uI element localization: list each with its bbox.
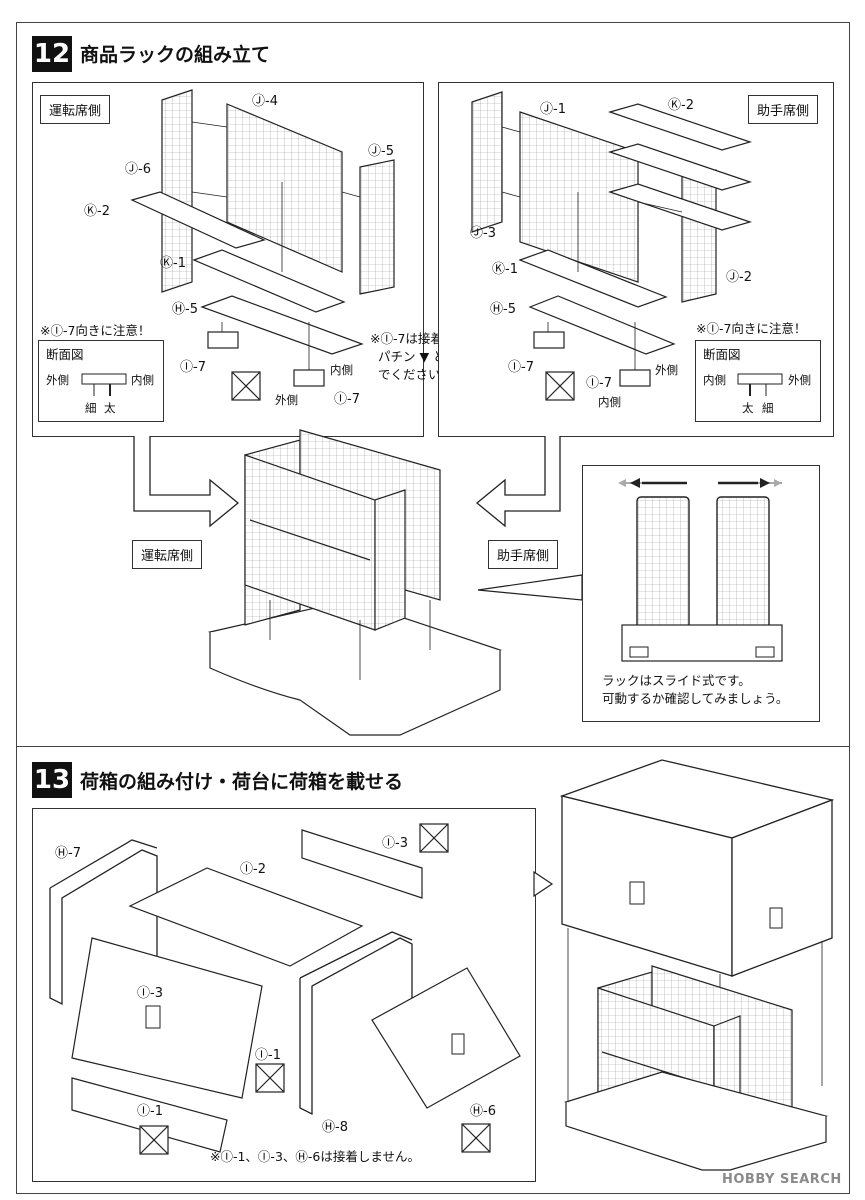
left-section-inner: 内側	[131, 373, 154, 387]
part-h8: Ⓗ-8	[322, 1120, 348, 1135]
driver-side-label: 運転席側	[132, 540, 203, 569]
left-section-outer: 外側	[46, 373, 69, 387]
slide-callout-box	[582, 465, 820, 722]
part-i3-left: Ⓘ-3	[137, 986, 163, 1001]
left-section-thick: 太	[104, 401, 116, 415]
slide-diagram	[618, 478, 783, 662]
left-inner-small: 内側	[330, 363, 353, 377]
part-h5-left: Ⓗ-5	[172, 302, 198, 317]
part-j1: Ⓙ-1	[540, 102, 566, 117]
right-section-box	[695, 340, 821, 422]
part-i7-right-a: Ⓘ-7	[508, 360, 534, 375]
part-k1-left: Ⓚ-1	[160, 256, 186, 271]
step13-title: 荷箱の組み付け・荷台に荷箱を載せる	[80, 771, 404, 793]
passenger-side-label: 助手席側	[488, 540, 559, 569]
assembly-drawing	[133, 429, 583, 736]
part-k1-right: Ⓚ-1	[492, 262, 518, 277]
step13-number: 13	[32, 762, 72, 798]
part-h5-right: Ⓗ-5	[490, 302, 516, 317]
slide-note-2: 可動するか確認してみましょう。	[602, 691, 789, 706]
left-outer-small: 外側	[275, 393, 298, 407]
watermark: HOBBY SEARCH	[722, 1172, 842, 1187]
step12-title: 商品ラックの組み立て	[80, 44, 271, 66]
part-j2: Ⓙ-2	[726, 270, 752, 285]
part-i1-a: Ⓘ-1	[255, 1048, 281, 1063]
right-orientation-note: ※Ⓘ-7向きに注意！	[696, 321, 807, 336]
part-i1-b: Ⓘ-1	[137, 1104, 163, 1119]
step13-drawing	[49, 823, 521, 1155]
left-panel-label: 運転席側	[40, 95, 111, 124]
part-i7-left-b: Ⓘ-7	[334, 392, 360, 407]
step12-number: 12	[32, 36, 72, 72]
part-i3-top: Ⓘ-3	[382, 836, 408, 851]
slide-note-1: ラックはスライド式です。	[602, 673, 751, 688]
left-section-title: 断面図	[46, 347, 84, 362]
part-h6: Ⓗ-6	[470, 1104, 496, 1119]
right-section-thick: 太	[742, 401, 754, 415]
middle-note-3: でください。	[378, 367, 454, 382]
part-i7-right-b: Ⓘ-7	[586, 376, 612, 391]
part-k2-left: Ⓚ-2	[84, 204, 110, 219]
right-section-outer: 外側	[788, 373, 811, 387]
right-section-diagram	[737, 373, 783, 396]
step-divider	[16, 746, 850, 747]
part-j6: Ⓙ-6	[125, 162, 151, 177]
part-j3: Ⓙ-3	[470, 226, 496, 241]
right-outer-small: 外側	[655, 363, 678, 377]
left-section-diagram	[81, 373, 127, 396]
right-section-inner: 内側	[703, 373, 726, 387]
left-panel-drawing	[130, 89, 395, 401]
part-j4: Ⓙ-4	[252, 94, 278, 109]
right-section-thin: 細	[762, 401, 774, 415]
left-orientation-note: ※Ⓘ-7向きに注意！	[40, 323, 151, 338]
right-panel-drawing	[471, 91, 753, 401]
left-section-thin: 細	[85, 401, 97, 415]
right-section-title: 断面図	[703, 347, 741, 362]
part-i2: Ⓘ-2	[240, 862, 266, 877]
part-j5: Ⓙ-5	[368, 144, 394, 159]
part-k2-right: Ⓚ-2	[668, 98, 694, 113]
right-panel-label: 助手席側	[748, 95, 819, 124]
cargo-box-drawing	[559, 759, 835, 1171]
page-frame	[16, 22, 850, 1194]
part-i7-left-a: Ⓘ-7	[180, 360, 206, 375]
part-h7: Ⓗ-7	[55, 846, 81, 861]
step13-bottom-note: ※Ⓘ-1、Ⓘ-3、Ⓗ-6は接着しません。	[210, 1149, 420, 1164]
right-inner-small: 内側	[598, 395, 621, 409]
